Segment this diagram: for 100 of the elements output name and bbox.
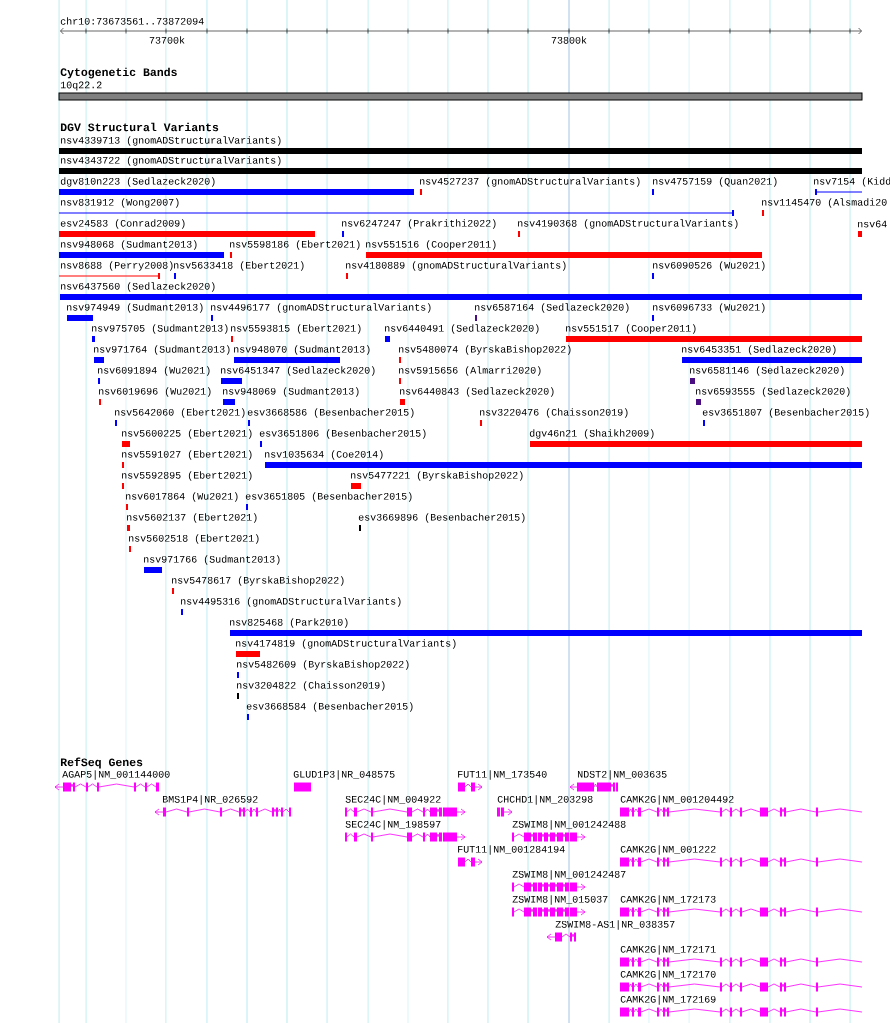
node-label: nsv8688 (Perry2008) — [61, 261, 173, 271]
feature-bar: nsv6090526 (Wu2021) — [652, 261, 765, 279]
feature-bar: dgv46n21 (Shaikh2009) — [529, 429, 862, 447]
feature-bar: nsv5600225 (Ebert2021) — [122, 429, 252, 447]
node-label: dgv46n21 (Shaikh2009) — [529, 429, 654, 439]
feature-bar: nsv948068 (Sudmant2013) — [59, 240, 224, 258]
feature-bar: nsv7154 (Kidd — [814, 177, 890, 195]
node-label: nsv825468 (Park2010) — [230, 618, 348, 628]
node-label: AGAP5|NM_001144000 — [62, 770, 170, 780]
feature-bar: nsv1035634 (Coe2014) — [265, 450, 862, 468]
node-label: nsv1145470 (Alsmadi20 — [762, 198, 887, 208]
feature-bar: esv3669896 (Besenbacher2015) — [358, 513, 525, 531]
feature-bar: nsv974949 (Sudmant2013) — [67, 303, 203, 321]
node-label: esv3668584 (Besenbacher2015) — [246, 702, 413, 712]
node-label: ZSWIM8|NM_001242488 — [512, 820, 626, 830]
feature-bar: nsv975705 (Sudmant2013) — [92, 324, 228, 342]
node-label: CAMK2G|NM_172169 — [620, 995, 716, 1005]
node-label: nsv4757159 (Quan2021) — [653, 177, 777, 187]
node-label: nsv974949 (Sudmant2013) — [67, 303, 203, 313]
feature-bar: nsv5642060 (Ebert2021) — [115, 408, 245, 426]
feature-bar: nsv825468 (Park2010) — [230, 618, 862, 636]
gene-model: ZSWIM8-AS1|NR_038357 — [546, 920, 675, 942]
gene-model: GLUD1P3|NR_048575 — [293, 770, 395, 792]
node-label: FUT11|NM_173540 — [458, 770, 547, 780]
feature-bar: nsv551517 (Cooper2011) — [566, 324, 862, 342]
feature-bar: dgv810n223 (Sedlazeck2020) — [59, 177, 414, 195]
node-label: nsv5592895 (Ebert2021) — [122, 471, 252, 481]
feature-bar: nsv6437560 (Sedlazeck2020) — [60, 282, 862, 300]
feature-bar: nsv4174819 (gnomADStructuralVariants) — [236, 639, 456, 657]
feature-bar: nsv6247247 (Prakrithi2022) — [342, 219, 496, 237]
node-label: nsv831912 (Wong2007) — [61, 198, 179, 208]
feature-bar: esv24583 (Conrad2009) — [59, 219, 315, 237]
node-label: nsv6453351 (Sedlazeck2020) — [682, 345, 836, 355]
node-label: nsv948070 (Sudmant2013) — [234, 345, 370, 355]
feature-bar: esv3651805 (Besenbacher2015) — [245, 492, 412, 510]
node-label: nsv5482609 (ByrskaBishop2022) — [237, 660, 409, 670]
node-label: nsv6593555 (Sedlazeck2020) — [696, 387, 850, 397]
node-label: CAMK2G|NM_001222 — [620, 845, 716, 855]
node-label: ZSWIM8|NM_015037 — [512, 895, 608, 905]
node-label: nsv4339713 (gnomADStructuralVariants) — [61, 136, 281, 146]
node-label: nsv4343722 (gnomADStructuralVariants) — [61, 156, 281, 166]
gene-model: CHCHD1|NM_203298 — [497, 795, 593, 817]
feature-bar: nsv551516 (Cooper2011) — [366, 240, 762, 258]
node-label: nsv3204822 (Chaisson2019) — [237, 681, 385, 691]
node-label: nsv5633418 (Ebert2021) — [174, 261, 304, 271]
feature-bar: nsv4339713 (gnomADStructuralVariants) — [59, 136, 862, 154]
node-label: NDST2|NM_003635 — [577, 770, 667, 780]
node-label: nsv948069 (Sudmant2013) — [223, 387, 359, 397]
feature-bar: nsv5602137 (Ebert2021) — [127, 513, 257, 531]
node-label: nsv5478617 (ByrskaBishop2022) — [172, 576, 344, 586]
gene-model: BMS1P4|NR_026592 — [154, 795, 291, 817]
gene-model: CAMK2G|NM_172171 — [620, 945, 863, 967]
node-label: nsv6587164 (Sedlazeck2020) — [475, 303, 629, 313]
gene-model: CAMK2G|NM_172173 — [620, 895, 863, 917]
feature-bar: nsv6091894 (Wu2021) — [98, 366, 210, 384]
node-label: nsv4180889 (gnomADStructuralVariants) — [346, 261, 566, 271]
feature-bar: nsv5633418 (Ebert2021) — [174, 261, 304, 279]
feature-bar: nsv6019696 (Wu2021) — [99, 387, 211, 405]
node-label: esv3651806 (Besenbacher2015) — [259, 429, 426, 439]
gene-model: ZSWIM8|NM_015037 — [512, 895, 608, 917]
feature-bar: nsv948070 (Sudmant2013) — [234, 345, 370, 363]
feature-bar: nsv5591027 (Ebert2021) — [122, 450, 252, 468]
feature-bar: nsv5477221 (ByrskaBishop2022) — [351, 471, 523, 489]
node-label: nsv6090526 (Wu2021) — [653, 261, 765, 271]
feature-bar: nsv6593555 (Sedlazeck2020) — [696, 387, 850, 405]
feature-bar: nsv6451347 (Sedlazeck2020) — [221, 366, 375, 384]
feature-bar: nsv6587164 (Sedlazeck2020) — [475, 303, 629, 321]
track-heading: RefSeq Genes — [60, 757, 143, 769]
feature-bar: nsv4190368 (gnomADStructuralVariants) — [518, 219, 738, 237]
gene-model: CAMK2G|NM_001204492 — [620, 795, 863, 817]
locus-label: chr10:73673561..73872094 — [60, 17, 204, 25]
feature-bar: nsv6017864 (Wu2021) — [126, 492, 238, 510]
feature-bar: nsv4495316 (gnomADStructuralVariants) — [181, 597, 401, 615]
band-bar: 10q22.2 — [58, 81, 863, 101]
feature-bar: nsv5592895 (Ebert2021) — [122, 471, 252, 489]
gene-model: CAMK2G|NM_172169 — [620, 995, 863, 1017]
node-label: nsv6017864 (Wu2021) — [126, 492, 238, 502]
feature-bar: nsv971766 (Sudmant2013) — [144, 555, 280, 573]
feature-bar: nsv3204822 (Chaisson2019) — [237, 681, 385, 699]
node-label: CAMK2G|NM_172170 — [620, 970, 716, 980]
feature-bar: nsv971764 (Sudmant2013) — [94, 345, 230, 363]
feature-bar: nsv4757159 (Quan2021) — [652, 177, 777, 195]
track-heading: Cytogenetic Bands — [60, 67, 177, 79]
feature-bar: esv3668586 (Besenbacher2015) — [247, 408, 414, 426]
node-label: CHCHD1|NM_203298 — [497, 795, 593, 805]
node-label: CAMK2G|NM_172173 — [620, 895, 716, 905]
node-label: esv3669896 (Besenbacher2015) — [358, 513, 525, 523]
node-label: nsv7154 (Kidd — [814, 177, 890, 187]
node-label: nsv6096733 (Wu2021) — [653, 303, 765, 313]
node-label: GLUD1P3|NR_048575 — [293, 770, 395, 780]
node-label: nsv5642060 (Ebert2021) — [115, 408, 245, 418]
node-label: nsv4174819 (gnomADStructuralVariants) — [236, 639, 456, 649]
node-label: nsv975705 (Sudmant2013) — [92, 324, 228, 334]
node-label: nsv551516 (Cooper2011) — [366, 240, 496, 250]
gene-model: ZSWIM8|NM_001242487 — [512, 870, 626, 892]
feature-bar: nsv6453351 (Sedlazeck2020) — [682, 345, 862, 363]
gene-model: CAMK2G|NM_001222 — [620, 845, 863, 867]
node-label: nsv6247247 (Prakrithi2022) — [342, 219, 496, 229]
node-label: nsv5602137 (Ebert2021) — [127, 513, 257, 523]
node-label: nsv6437560 (Sedlazeck2020) — [61, 282, 215, 292]
